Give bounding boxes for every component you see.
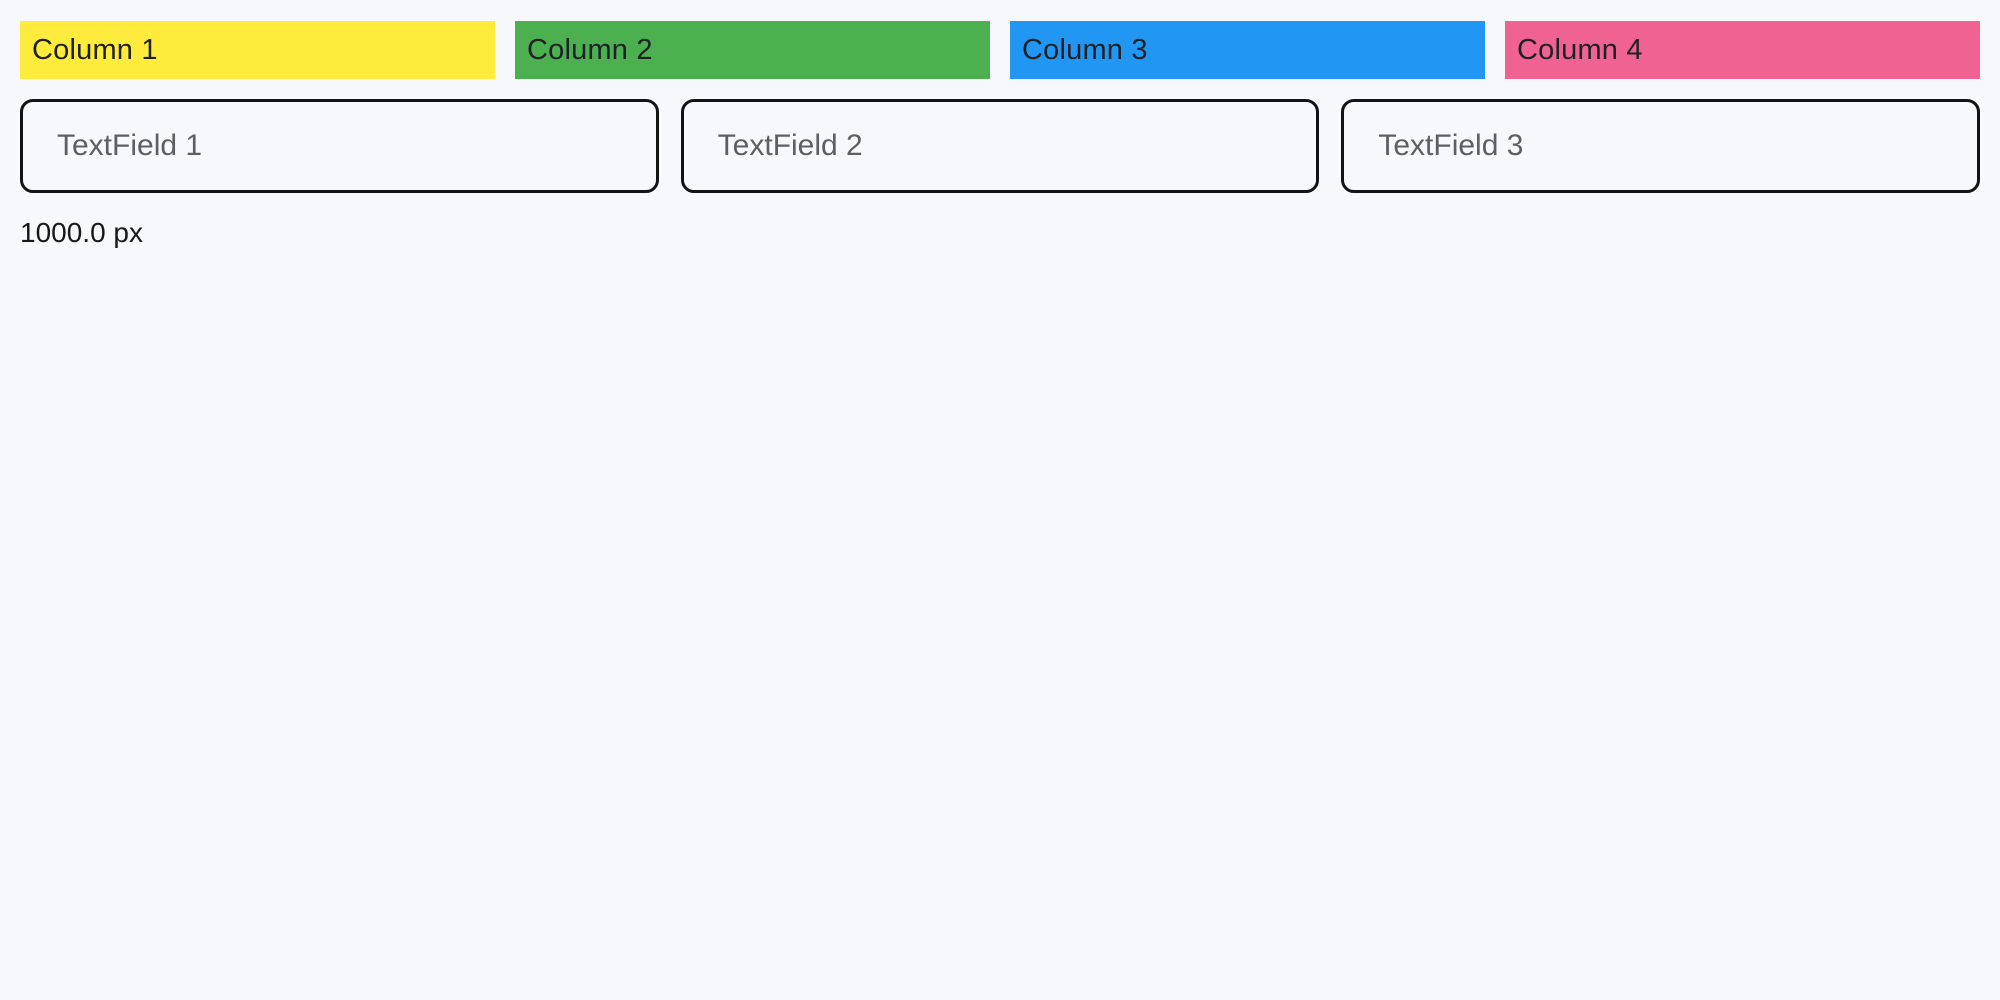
textfield-3[interactable] [1341,99,1981,193]
textfields-row [20,99,1981,193]
color-column-2: Column 2 [515,21,990,79]
color-column-3: Column 3 [1010,21,1485,79]
color-column-1: Column 1 [20,21,495,79]
color-column-1-label: Column 1 [32,33,158,66]
color-column-3-label: Column 3 [1022,33,1148,66]
color-column-4-label: Column 4 [1517,33,1643,66]
textfield-2[interactable] [680,99,1320,193]
color-column-2-label: Column 2 [527,33,653,66]
columns-row: Column 1 Column 2 Column 3 Column 4 [20,21,1980,79]
color-column-4: Column 4 [1505,21,1980,79]
window-width-readout: 1000.0 px [20,217,143,248]
textfield-1[interactable] [20,99,659,193]
